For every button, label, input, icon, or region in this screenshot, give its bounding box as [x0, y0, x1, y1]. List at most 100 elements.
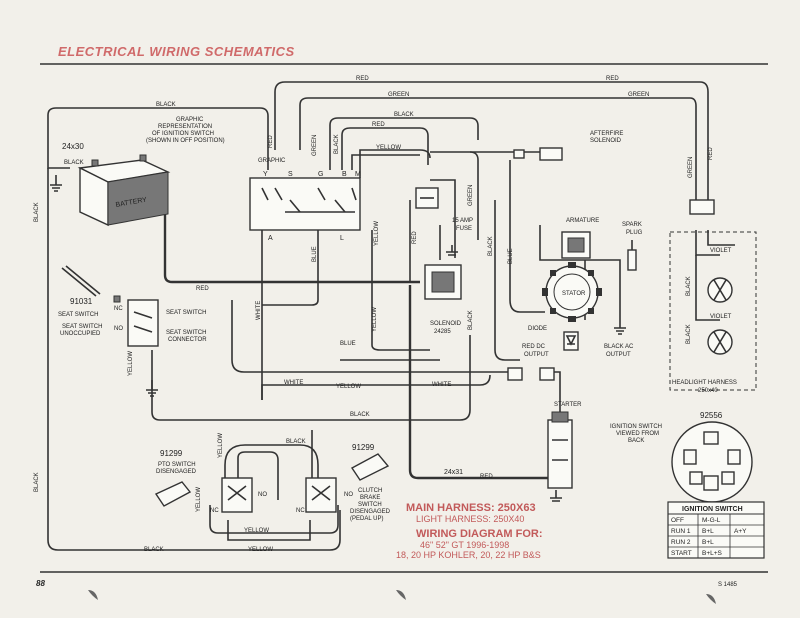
main-harness-line-2: LIGHT HARNESS: 250X40: [416, 514, 524, 524]
wire-label-black-vertical: BLACK: [686, 276, 692, 296]
table-row-b: A+Y: [734, 528, 747, 535]
spark-plug-label-2: PLUG: [626, 230, 643, 236]
fuse-label: 15 AMP: [452, 218, 473, 224]
terminal-y: Y: [263, 171, 268, 178]
headlight-wire-violet-2: VIOLET: [710, 314, 732, 320]
table-row-a: M-G-L: [702, 517, 721, 524]
terminal-l: L: [340, 235, 344, 242]
clutch-label-4: DISENGAGED: [350, 509, 391, 515]
diode-label: DIODE: [528, 326, 547, 332]
afterfire-label-1: AFTERFIRE: [590, 131, 623, 137]
wire-label-green-vertical: GREEN: [688, 157, 694, 178]
ignition-switch-back-view: [671, 421, 753, 503]
wire-label-yellow-vertical: YELLOW: [372, 307, 378, 332]
battery-part-number: 24x30: [62, 142, 84, 151]
starter-cable-part: 24x31: [444, 469, 463, 476]
wire-label-black-vertical: BLACK: [34, 472, 40, 492]
wire-label-yellow-vertical: YELLOW: [218, 433, 224, 458]
wire-label-green-vertical: GREEN: [468, 185, 474, 206]
wire-label-yellow-vertical: YELLOW: [128, 351, 134, 376]
ignition-view-caption-2: VIEWED FROM: [616, 431, 659, 437]
pto-nc: NC: [210, 508, 219, 514]
connector-plug-2: [539, 367, 555, 381]
clutch-switch-part: 91299: [352, 443, 375, 452]
table-row-pos: RUN 1: [671, 528, 691, 535]
armature: [561, 231, 591, 259]
terminal-m: M: [355, 171, 361, 178]
wire-label-blue-vertical: BLUE: [508, 248, 514, 264]
clutch-label-5: (PEDAL UP): [350, 516, 383, 522]
table-row-a: B+L: [702, 539, 714, 546]
pto-no: NO: [258, 492, 267, 498]
main-harness-line-1: MAIN HARNESS: 250X63: [406, 502, 536, 514]
black-ac-output-label-2: OUTPUT: [606, 352, 631, 358]
main-harness-line-5: 18, 20 HP KOHLER, 20, 22 HP B&S: [396, 550, 541, 560]
wire-label-red-vertical: RED: [708, 147, 714, 160]
solenoid-part: 24285: [434, 329, 451, 335]
pto-switch-part: 91299: [160, 449, 183, 458]
table-row-pos: OFF: [671, 517, 684, 524]
main-harness-line-3: WIRING DIAGRAM FOR:: [416, 528, 542, 540]
main-harness-line-4: 46" 52" GT 1996-1998: [420, 540, 509, 550]
wire-label-green-vertical: GREEN: [312, 135, 318, 156]
wire-label-red: RED: [196, 286, 209, 292]
seat-switch-part: 91031: [70, 297, 93, 306]
clutch-label-1: CLUTCH: [358, 488, 382, 494]
clutch-no: NO: [344, 492, 353, 498]
wire-label-red: RED: [480, 474, 493, 480]
red-dc-output-label-2: OUTPUT: [524, 352, 549, 358]
pto-switch-label-2: DISENGAGED: [156, 469, 197, 475]
ignition-view-caption-1: IGNITION SWITCH: [610, 424, 662, 430]
headlight-harness-part: 250x40: [698, 388, 718, 394]
terminal-g: G: [318, 171, 323, 178]
armature-label: ARMATURE: [566, 218, 599, 224]
ignition-graphic-caption-4: (SHOWN IN OFF POSITION): [146, 138, 225, 144]
wire-label-black-vertical: BLACK: [488, 236, 494, 256]
starter: [547, 411, 573, 489]
connector-plug-1: [507, 367, 523, 381]
fuse: [415, 187, 439, 209]
ignition-view-caption-3: BACK: [628, 438, 644, 444]
wire-label-black: BLACK: [144, 547, 164, 553]
wire-label-red-vertical: RED: [268, 135, 274, 148]
wire-label-black: BLACK: [156, 102, 176, 108]
wire-label-red: RED: [356, 76, 369, 82]
pto-switch-label-1: PTO SWITCH: [158, 462, 196, 468]
wire-label-red-vertical: RED: [412, 231, 418, 244]
ignition-graphic-caption-3: OF IGNITION SWITCH: [152, 131, 214, 137]
battery-lead-label: BLACK: [64, 160, 84, 166]
wire-label-black-vertical: BLACK: [468, 310, 474, 330]
table-row-a: B+L+S: [702, 550, 723, 557]
terminal-s: S: [288, 171, 293, 178]
solenoid-24285: [424, 264, 462, 300]
ignition-graphic-caption-1: GRAPHIC: [258, 158, 286, 164]
wire-label-black-vertical: BLACK: [686, 324, 692, 344]
clutch-nc: NC: [296, 508, 305, 514]
wire-label-red: RED: [372, 122, 385, 128]
wire-label-yellow-vertical: YELLOW: [374, 221, 380, 246]
seat-switch-no: NO: [114, 326, 123, 332]
main-harness-title-block: MAIN HARNESS: 250X63 LIGHT HARNESS: 250X…: [396, 502, 542, 560]
wire-label-green: GREEN: [388, 92, 409, 98]
wire-label-yellow: YELLOW: [376, 145, 401, 151]
page-title: ELECTRICAL WIRING SCHEMATICS: [58, 44, 295, 59]
stator-label: STATOR: [562, 291, 586, 297]
headlight-wire-violet-1: VIOLET: [710, 248, 732, 254]
wire-label-black: BLACK: [286, 439, 306, 445]
wire-label-yellow: YELLOW: [244, 528, 269, 534]
spark-plug-label-1: SPARK: [622, 222, 642, 228]
scan-mark: [396, 590, 406, 600]
seat-switch-connector-label: SEAT SWITCH: [166, 330, 206, 336]
wire-color-labels: RED RED GREEN GREEN BLACK BLACK RED YELL…: [34, 76, 714, 553]
terminal-b: B: [342, 171, 347, 178]
fuse-label-2: FUSE: [456, 226, 472, 232]
doc-code: S 1485: [718, 582, 738, 588]
ground-symbols: [50, 175, 626, 502]
scan-mark: [706, 594, 716, 604]
ignition-switch-graphic: GRAPHIC: [249, 158, 361, 231]
ignition-switch-part: 92556: [700, 411, 723, 420]
wire-label-black: BLACK: [350, 412, 370, 418]
afterfire-solenoid: [513, 147, 563, 161]
seat-switch-nc: NC: [114, 306, 123, 312]
